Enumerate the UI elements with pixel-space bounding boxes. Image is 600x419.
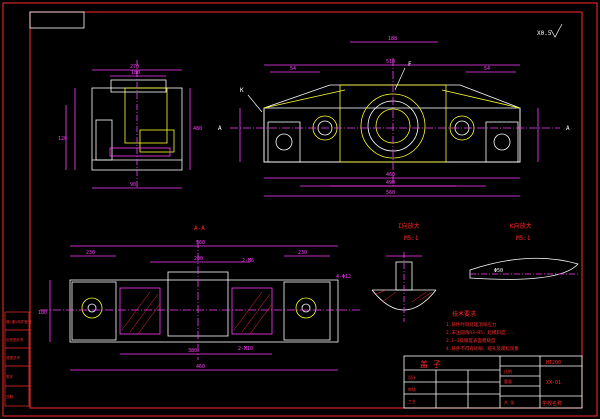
scale-label: X0.5: [537, 30, 552, 37]
view-mark-f: F: [408, 61, 412, 68]
section-mark-right: A: [566, 125, 570, 132]
arrow-f-icon: [394, 67, 406, 91]
front-dim-base-3: 560: [386, 190, 395, 196]
tech-req-line-3: 3.1~3级精度表面粗糙度: [446, 337, 496, 344]
detail-right: [469, 257, 580, 280]
title-company: 学校名称: [542, 400, 562, 407]
section-dim-center: 200: [194, 256, 203, 262]
front-dim-bore-span: 188: [388, 36, 397, 42]
title-row-weight: 重量: [504, 378, 512, 384]
arrow-k-icon: [247, 94, 263, 113]
revision-row-2: 旧底图总号: [6, 337, 24, 342]
title-material: HT200: [546, 360, 561, 366]
title-row-design: 设计: [408, 374, 416, 380]
corner-label-box: [29, 11, 85, 29]
view-mark-k: K: [240, 87, 244, 94]
revision-row-1: 借(通)用件登记: [6, 319, 32, 324]
detail-left: [371, 252, 437, 322]
tech-req-line-2: 2.未注圆角R3~R5，起模斜度...: [446, 329, 514, 336]
title-row-check: 审核: [408, 386, 416, 392]
tech-req-line-1: 1.铸件时效处理消除应力: [446, 321, 497, 328]
title-row-process: 工艺: [408, 399, 416, 404]
revision-row-4: 签字: [6, 374, 13, 379]
tech-req-line-4: 4.铸件不得有砂眼、缩孔及疏松现象: [446, 345, 519, 352]
title-block: [403, 355, 583, 409]
section-dim-left: 230: [86, 250, 95, 256]
title-row-sheets: 共 张: [504, 399, 514, 405]
front-dim-right-foot: 54: [484, 66, 490, 72]
side-dim-height: 480: [193, 126, 202, 132]
section-view-title: A-A: [194, 225, 205, 232]
detail-right-title: K向放大: [510, 222, 532, 230]
center-dim: Φ50: [494, 268, 503, 274]
section-dim-height: 180: [38, 310, 47, 316]
thread-callout-left: 2-M6: [242, 258, 254, 264]
frame-border: [29, 11, 583, 409]
side-view: [65, 60, 191, 189]
title-row-scale: 比例: [504, 368, 512, 374]
front-dim-left-foot: 54: [290, 66, 296, 72]
thread-callout-bottom: 2-M10: [238, 346, 253, 352]
thread-callout-right: 4-Φ12: [336, 274, 351, 280]
surface-finish-icon: [550, 23, 563, 38]
section-dim-mid: 380: [188, 348, 197, 354]
detail-right-scale: M5:1: [516, 235, 531, 242]
revision-block: [4, 311, 30, 407]
section-mark-left: A: [218, 125, 222, 132]
side-dim-bottom: 90: [130, 182, 136, 188]
title-drawing-no: XX-01: [546, 380, 561, 386]
side-dim-top: 180: [131, 70, 140, 76]
detail-left-hatch: [375, 289, 433, 303]
section-view: [40, 240, 360, 371]
section-dim-right: 230: [298, 250, 307, 256]
front-dim-width: 510: [386, 59, 395, 65]
detail-left-title: I向放大: [398, 222, 420, 230]
front-dim-base-2: 490: [386, 180, 395, 186]
side-dim-left: 120: [58, 136, 67, 142]
title-part-name: 盖 子: [420, 359, 441, 369]
section-hatch: [121, 291, 273, 335]
section-dim-overall: 560: [196, 240, 205, 246]
side-dim-width: 270: [130, 64, 139, 70]
revision-row-5: 日期: [6, 394, 13, 399]
detail-left-scale: M5:1: [404, 235, 419, 242]
revision-row-3: 底图总号: [6, 355, 20, 360]
front-dim-base-1: 460: [386, 172, 395, 178]
tech-req-heading: 技术要求: [452, 310, 476, 318]
section-dim-bottom: 460: [196, 364, 205, 370]
front-view: [230, 41, 560, 197]
